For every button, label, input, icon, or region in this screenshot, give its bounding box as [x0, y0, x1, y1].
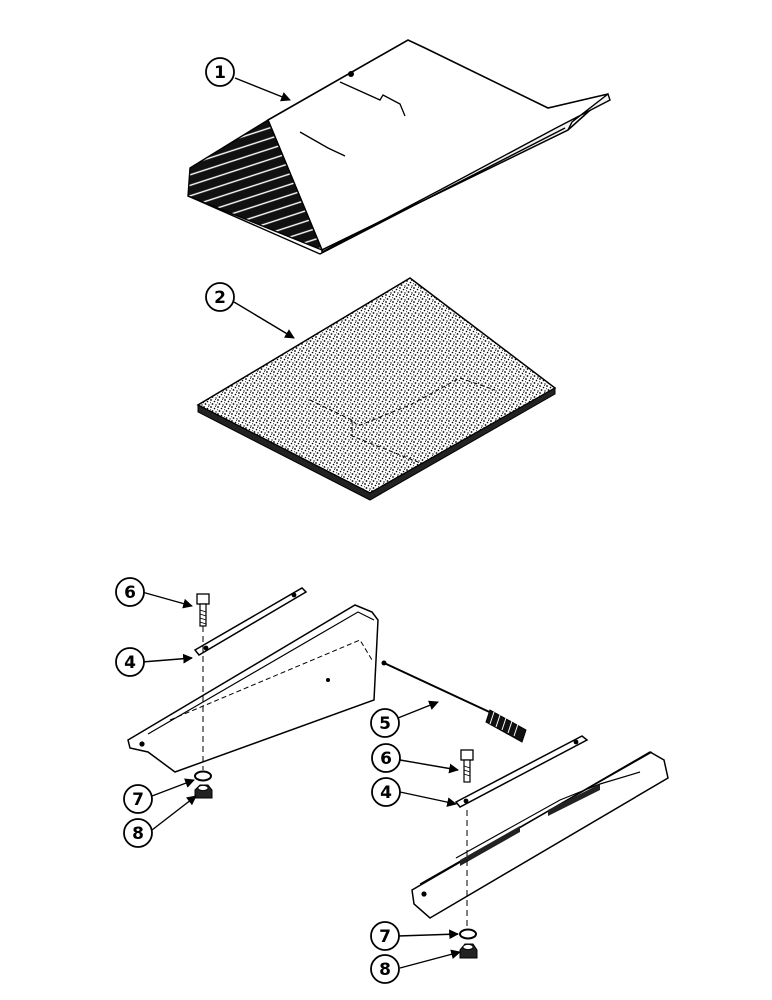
- callout-number: 1: [214, 63, 226, 83]
- callout-2: 2: [205, 282, 235, 312]
- right-bracket-flange: [455, 771, 641, 859]
- callout-number: 6: [380, 749, 392, 769]
- left-bracket-face: [127, 604, 379, 773]
- callout-number: 7: [132, 790, 144, 810]
- left-nut: [194, 784, 213, 799]
- floor-plate-bottom-edge: [187, 127, 566, 255]
- floor-plate-hole: [348, 71, 354, 77]
- floor-plate-slot-lower: [299, 131, 346, 157]
- left-bracket-fold-dash: [169, 639, 373, 721]
- callout-circle: [371, 777, 401, 807]
- right-bracket-hole: [421, 891, 427, 897]
- spring-rod-end: [381, 660, 387, 666]
- right-bracket-rib: [548, 784, 600, 816]
- callout-circle: [371, 743, 401, 773]
- spring-rod-part: [381, 660, 527, 743]
- floor-plate-part: [187, 39, 611, 255]
- left-bolt: [196, 593, 210, 627]
- right-strap-hole: [573, 739, 579, 745]
- callout-circle: [123, 818, 153, 848]
- callout-circle: [370, 708, 400, 738]
- callout-circle: [205, 282, 235, 312]
- callout-5: 5: [370, 708, 400, 738]
- right-bracket-face: [411, 751, 669, 919]
- callout-4-right: 4: [371, 777, 401, 807]
- callout-6-left: 6: [115, 577, 145, 607]
- right-bracket-assembly: [411, 735, 669, 959]
- callout-circle: [370, 921, 400, 951]
- callout-7-left: 7: [123, 784, 153, 814]
- callout-number: 4: [124, 653, 136, 673]
- left-bracket-hole: [139, 741, 145, 747]
- floor-plate-top: [266, 39, 609, 252]
- floor-plate-slot-upper: [339, 81, 406, 117]
- right-bracket-fold: [419, 751, 653, 885]
- callout-1: 1: [205, 57, 235, 87]
- callout-number: 5: [379, 714, 391, 734]
- callout-number: 8: [379, 960, 391, 980]
- callout-number: 2: [214, 288, 226, 308]
- callout-number: 8: [132, 824, 144, 844]
- spring-coil: [485, 709, 527, 743]
- callout-circle: [123, 784, 153, 814]
- left-strap-hole: [291, 592, 297, 598]
- right-nut: [459, 943, 478, 959]
- floor-mat-cutout: [309, 377, 496, 427]
- callout-7-right: 7: [370, 921, 400, 951]
- callout-8-left: 8: [123, 818, 153, 848]
- callout-circle: [205, 57, 235, 87]
- right-bolt: [460, 749, 474, 783]
- right-strap-hole: [463, 798, 469, 804]
- callout-circle: [370, 954, 400, 984]
- callout-8-right: 8: [370, 954, 400, 984]
- right-washer: [459, 928, 477, 940]
- callout-circle: [115, 577, 145, 607]
- floor-plate-front-face: [321, 92, 611, 254]
- spring-rod: [381, 661, 499, 717]
- callout-number: 6: [124, 583, 136, 603]
- left-bracket-assembly: [127, 587, 379, 799]
- right-strap: [454, 735, 589, 808]
- right-bracket-rib: [460, 826, 520, 866]
- callout-4-left: 4: [115, 647, 145, 677]
- floor-mat-cutout-2: [351, 420, 419, 463]
- floor-mat-edge: [197, 387, 556, 501]
- left-bracket-fold: [147, 611, 375, 735]
- callout-number: 4: [380, 783, 392, 803]
- floor-plate-ribbed-face: [187, 118, 324, 252]
- left-bracket-hole: [326, 678, 330, 682]
- callout-leaders: [141, 77, 461, 969]
- floor-mat-part: [196, 277, 557, 501]
- callout-circle: [115, 647, 145, 677]
- left-strap: [193, 587, 308, 656]
- callout-6-right: 6: [371, 743, 401, 773]
- left-strap-hole: [203, 645, 209, 651]
- callout-number: 7: [379, 927, 391, 947]
- floor-mat-top: [196, 277, 557, 494]
- left-washer: [194, 770, 212, 782]
